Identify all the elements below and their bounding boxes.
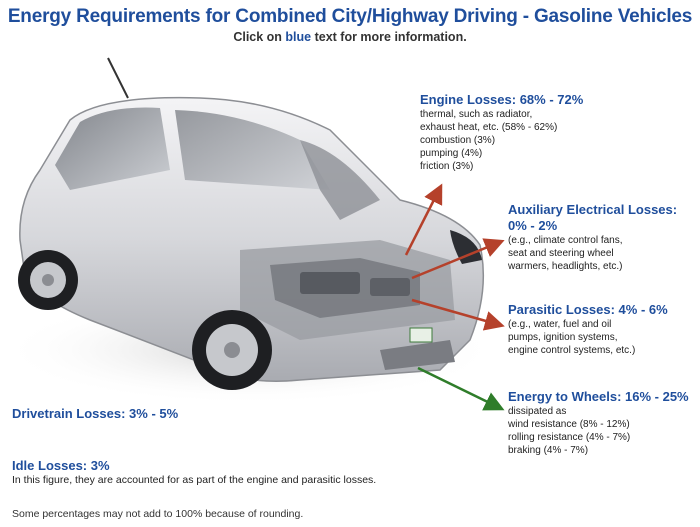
engine-detail-3: combustion (3%) — [420, 135, 496, 146]
energy-to-wheels-block: Energy to Wheels: 16% - 25% dissipated a… — [508, 389, 698, 457]
auxiliary-detail-1: (e.g., climate control fans, — [508, 235, 623, 246]
engine-detail-1: thermal, such as radiator, — [420, 109, 533, 120]
engine-detail-5: friction (3%) — [420, 161, 474, 172]
auxiliary-detail-3: warmers, headlights, etc.) — [508, 261, 623, 272]
engine-detail-2: exhaust heat, etc. (58% - 62%) — [420, 122, 558, 133]
parasitic-losses-link[interactable]: Parasitic Losses: 4% - 6% — [508, 302, 668, 317]
subtitle-prefix: Click on — [233, 30, 286, 44]
car-cutaway-illustration — [0, 57, 500, 405]
auxiliary-heading-line1: Auxiliary Electrical Losses: — [508, 202, 678, 217]
wheels-detail-2: wind resistance (8% - 12%) — [508, 419, 630, 430]
engine-detail-4: pumping (4%) — [420, 148, 483, 159]
rounding-footnote: Some percentages may not add to 100% bec… — [12, 508, 304, 520]
subtitle-blue-word: blue — [285, 30, 312, 44]
parasitic-detail-3: engine control systems, etc.) — [508, 345, 636, 356]
engine-losses-block: Engine Losses: 68% - 72% thermal, such a… — [420, 92, 690, 173]
page-title: Energy Requirements for Combined City/Hi… — [7, 6, 693, 27]
auxiliary-detail-2: seat and steering wheel — [508, 248, 614, 259]
parasitic-losses-block: Parasitic Losses: 4% - 6% (e.g., water, … — [508, 302, 698, 357]
subtitle-suffix: text for more information. — [311, 30, 467, 44]
idle-losses-link[interactable]: Idle Losses: 3% — [12, 458, 110, 473]
wheels-detail-4: braking (4% - 7%) — [508, 445, 589, 456]
idle-losses-block: Idle Losses: 3% In this figure, they are… — [12, 458, 452, 487]
wheels-detail-3: rolling resistance (4% - 7%) — [508, 432, 631, 443]
energy-to-wheels-link[interactable]: Energy to Wheels: 16% - 25% — [508, 389, 689, 404]
parasitic-detail-1: (e.g., water, fuel and oil — [508, 319, 612, 330]
wheels-detail-1: dissipated as — [508, 406, 567, 417]
drivetrain-losses-block: Drivetrain Losses: 3% - 5% — [12, 406, 312, 422]
auxiliary-heading-line2: 0% - 2% — [508, 218, 558, 233]
drivetrain-losses-link[interactable]: Drivetrain Losses: 3% - 5% — [12, 406, 179, 421]
auxiliary-losses-block: Auxiliary Electrical Losses: 0% - 2% (e.… — [508, 202, 698, 273]
engine-losses-link[interactable]: Engine Losses: 68% - 72% — [420, 92, 584, 107]
idle-note: In this figure, they are accounted for a… — [12, 474, 377, 486]
parasitic-detail-2: pumps, ignition systems, — [508, 332, 618, 343]
page-subtitle: Click on blue text for more information. — [0, 30, 700, 44]
auxiliary-losses-link[interactable]: Auxiliary Electrical Losses: 0% - 2% — [508, 202, 698, 234]
